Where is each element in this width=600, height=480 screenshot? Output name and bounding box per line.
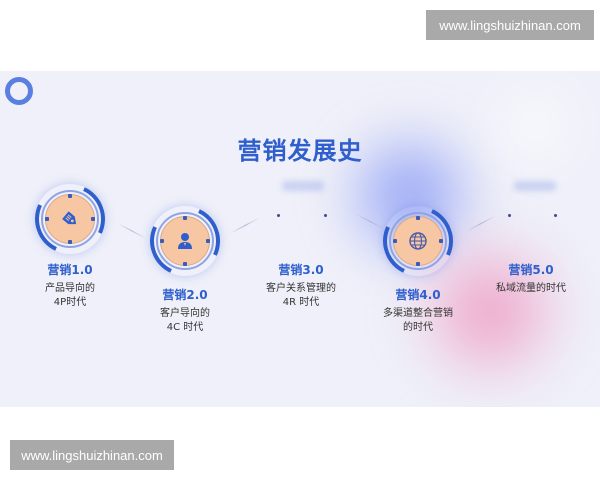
- stage-description-line1: 客户关系管理的: [266, 283, 336, 294]
- stage-description-line1: 产品导向的: [45, 283, 95, 294]
- stage-heading: 营销1.0: [47, 263, 93, 277]
- person-icon: [178, 233, 192, 249]
- stage-1-node: [25, 174, 115, 264]
- watermark-top: www.lingshuizhinan.com: [426, 10, 594, 40]
- stage-description-line2: 的时代: [403, 322, 433, 333]
- ring-logo-icon: [5, 77, 33, 105]
- stage-4-label: 营销4.0 多渠道整合营销 的时代: [358, 286, 478, 335]
- stage-description-line2: 4P时代: [53, 297, 87, 308]
- stage-description-line2: 4C 时代: [166, 322, 204, 333]
- stage-3-badge: [282, 181, 324, 191]
- stage-description-line1: 私域流量的时代: [496, 283, 566, 294]
- white-glow-decoration: [470, 71, 600, 181]
- stage-3-label: 营销3.0 客户关系管理的 4R 时代: [241, 261, 361, 310]
- connector-line: [117, 223, 147, 239]
- stage-heading: 营销3.0: [278, 263, 324, 277]
- stage-heading: 营销4.0: [395, 288, 441, 302]
- stage-5-marker-left: [508, 214, 511, 217]
- stage-2-label: 营销2.0 客户导向的 4C 时代: [125, 286, 245, 335]
- stage-2-node: [140, 196, 230, 286]
- slide-title: 营销发展史: [237, 137, 363, 165]
- stage-description-line1: 多渠道整合营销: [383, 308, 453, 319]
- stage-5-marker-right: [554, 214, 557, 217]
- connector-line: [229, 217, 261, 234]
- stage-4-node: [373, 196, 463, 286]
- price-tag-icon: [62, 211, 77, 225]
- stage-5-label: 营销5.0 私域流量的时代: [471, 261, 591, 296]
- stage-description-line2: 4R 时代: [282, 297, 320, 308]
- stage-3-marker-left: [277, 214, 280, 217]
- stage-description-line1: 客户导向的: [160, 308, 210, 319]
- stage-1-label: 营销1.0 产品导向的 4P时代: [10, 261, 130, 310]
- stage-3-marker-right: [324, 214, 327, 217]
- stage-5-badge: [514, 181, 556, 191]
- watermark-bottom: www.lingshuizhinan.com: [10, 440, 174, 470]
- stage-heading: 营销2.0: [162, 288, 208, 302]
- marketing-history-slide: 营销发展史: [0, 71, 600, 407]
- stage-heading: 营销5.0: [508, 263, 554, 277]
- globe-icon: [409, 232, 427, 250]
